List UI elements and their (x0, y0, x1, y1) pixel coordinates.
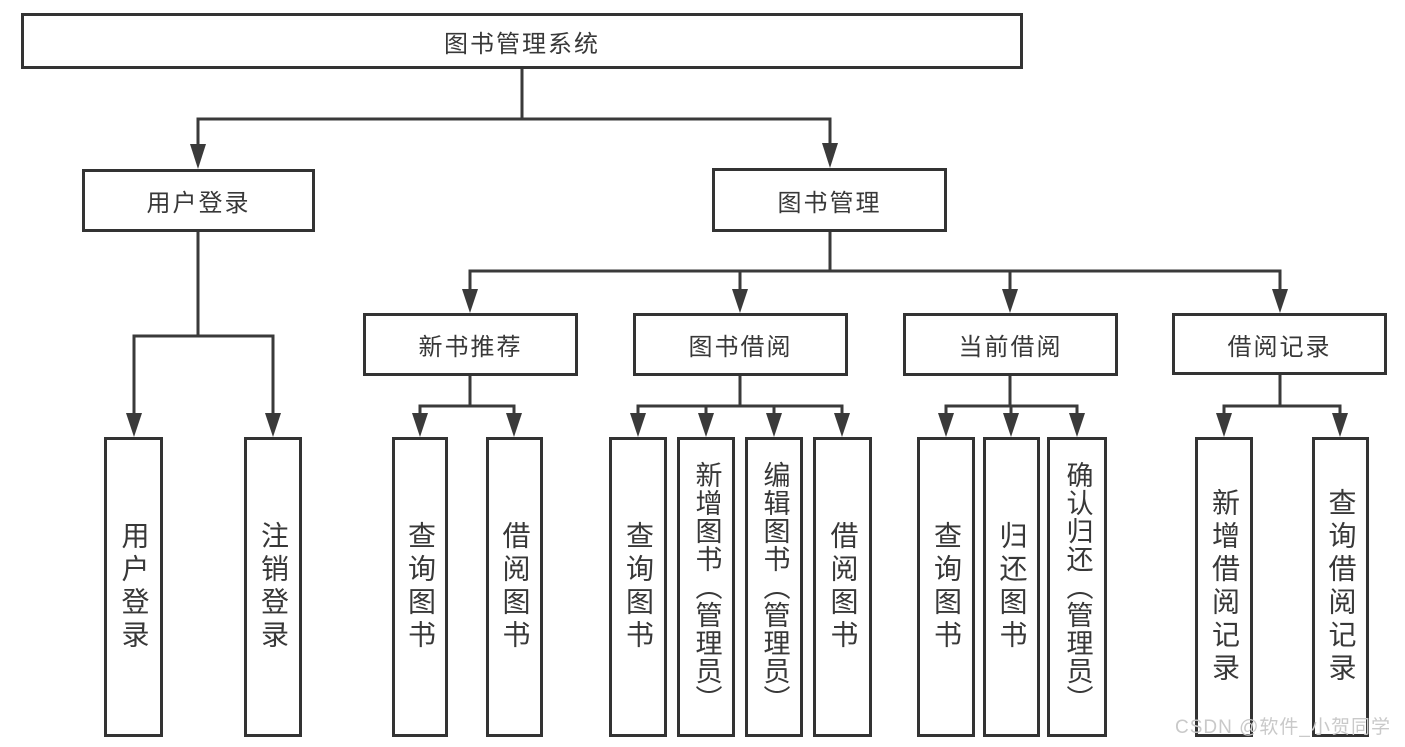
node-book-borrow-label: 图书借阅 (688, 334, 793, 361)
node-root-label: 图书管理系统 (444, 30, 600, 58)
leaf-recommend-query-book: 查询图书 (392, 437, 448, 737)
leaf-recommend-query-book-label: 查询图书 (405, 521, 436, 653)
leaf-logout: 注销登录 (244, 437, 302, 737)
leaf-query-borrow-record: 查询借阅记录 (1312, 437, 1369, 737)
leaf-confirm-return-admin-label: 确认归还（管理员） (1062, 461, 1093, 713)
node-book-borrow: 图书借阅 (633, 313, 848, 376)
leaf-recommend-borrow-book: 借阅图书 (486, 437, 543, 737)
leaf-edit-book-admin-label: 编辑图书（管理员） (759, 461, 790, 713)
leaf-return-book-label: 归还图书 (996, 521, 1028, 653)
leaf-add-borrow-record: 新增借阅记录 (1195, 437, 1253, 737)
node-book-management: 图书管理 (712, 168, 947, 232)
node-new-book-recommend-label: 新书推荐 (418, 334, 523, 361)
leaf-user-login-label: 用户登录 (118, 521, 150, 653)
node-borrow-record-label: 借阅记录 (1227, 333, 1332, 361)
node-current-borrow: 当前借阅 (903, 313, 1118, 376)
node-new-book-recommend: 新书推荐 (363, 313, 578, 376)
leaf-current-query-book: 查询图书 (917, 437, 975, 737)
leaf-borrow-query-book-label: 查询图书 (623, 521, 654, 653)
leaf-confirm-return-admin: 确认归还（管理员） (1047, 437, 1107, 737)
leaf-borrow-book: 借阅图书 (813, 437, 872, 737)
leaf-add-book-admin-label: 新增图书（管理员） (691, 461, 722, 713)
leaf-edit-book-admin: 编辑图书（管理员） (745, 437, 803, 737)
node-book-management-label: 图书管理 (777, 189, 882, 217)
leaf-current-query-book-label: 查询图书 (931, 521, 962, 653)
leaf-add-borrow-record-label: 新增借阅记录 (1209, 488, 1240, 686)
node-root-library-system: 图书管理系统 (21, 13, 1023, 69)
node-borrow-record: 借阅记录 (1172, 313, 1387, 375)
node-user-login: 用户登录 (82, 169, 315, 232)
node-current-borrow-label: 当前借阅 (958, 334, 1063, 361)
leaf-user-login: 用户登录 (104, 437, 163, 737)
leaf-borrow-book-label: 借阅图书 (827, 521, 859, 653)
leaf-query-borrow-record-label: 查询借阅记录 (1325, 488, 1357, 686)
csdn-watermark: CSDN @软件_小贺同学 (1175, 717, 1391, 738)
leaf-add-book-admin: 新增图书（管理员） (677, 437, 735, 737)
leaf-logout-label: 注销登录 (258, 521, 289, 653)
leaf-borrow-query-book: 查询图书 (609, 437, 667, 737)
leaf-recommend-borrow-book-label: 借阅图书 (499, 521, 531, 653)
leaf-return-book: 归还图书 (983, 437, 1040, 737)
node-user-login-label: 用户登录 (146, 190, 251, 217)
